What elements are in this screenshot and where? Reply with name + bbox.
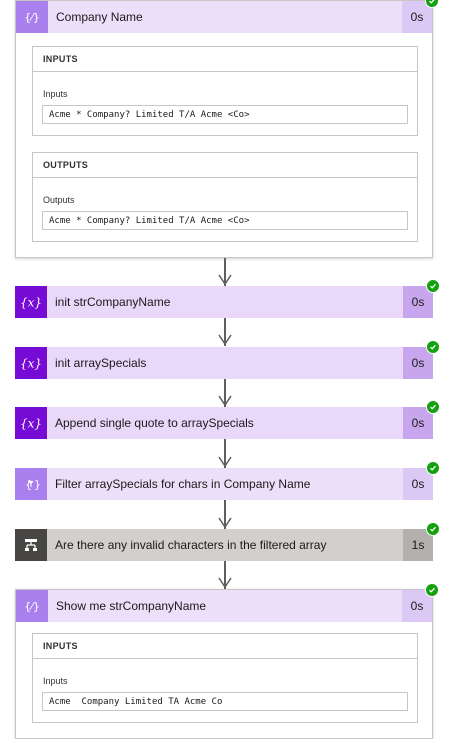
flow-connector [218,561,232,589]
step-duration: 0s [403,347,433,379]
success-check-icon [425,0,439,8]
success-check-icon [426,461,440,475]
condition-icon [15,529,47,561]
success-check-icon [425,583,439,597]
svg-text:{: { [25,478,32,491]
step-init-array[interactable]: {x} init arraySpecials 0s [15,340,440,379]
inputs-value[interactable]: Acme Company Limited TA Acme Co [42,692,408,711]
step-condition[interactable]: Are there any invalid characters in the … [15,522,440,561]
step-header[interactable]: {x} init arraySpecials 0s [15,340,440,379]
compose-icon: {⁄} [16,590,48,622]
flow-connector [218,500,232,529]
svg-text:{⁄}: {⁄} [24,11,40,24]
step-header[interactable]: {x} init strCompanyName 0s [15,279,440,318]
step-company-name[interactable]: {⁄} Company Name 0s INPUTS Inputs Acme *… [15,0,439,258]
flow-connector [218,258,232,286]
svg-text:{x}: {x} [20,357,42,371]
flow-connector [218,318,232,346]
step-filter-array[interactable]: {} Filter arraySpecials for chars in Com… [15,461,440,500]
step-show-me[interactable]: {⁄} Show me strCompanyName 0s INPUTS Inp… [15,583,439,739]
step-header[interactable]: Are there any invalid characters in the … [15,522,440,561]
step-title: Filter arraySpecials for chars in Compan… [55,477,311,491]
step-header[interactable]: {⁄} Show me strCompanyName 0s [16,583,439,622]
variable-icon: {x} [15,347,47,379]
step-header[interactable]: {⁄} Company Name 0s [16,0,439,33]
outputs-header: OUTPUTS [33,153,417,178]
success-check-icon [426,400,440,414]
success-check-icon [426,522,440,536]
step-header[interactable]: {} Filter arraySpecials for chars in Com… [15,461,440,500]
step-append-quote[interactable]: {x} Append single quote to arraySpecials… [15,400,440,439]
outputs-value[interactable]: Acme * Company? Limited T/A Acme <Co> [42,211,408,230]
inputs-value[interactable]: Acme * Company? Limited T/A Acme <Co> [42,105,408,124]
inputs-label: Inputs [43,89,68,99]
flow-connector [218,439,232,468]
inputs-header: INPUTS [33,47,417,72]
svg-text:}: } [34,478,40,491]
outputs-panel: OUTPUTS Outputs Acme * Company? Limited … [32,152,418,242]
step-title: Company Name [56,10,143,24]
inputs-label: Inputs [43,676,68,686]
svg-text:{⁄}: {⁄} [24,600,40,613]
step-duration: 1s [403,529,433,561]
inputs-header: INPUTS [33,634,417,659]
flow-connector [218,379,232,407]
step-title: Append single quote to arraySpecials [55,416,254,430]
step-init-str[interactable]: {x} init strCompanyName 0s [15,279,440,318]
step-title: init strCompanyName [55,295,171,309]
step-title: Show me strCompanyName [56,599,207,613]
step-header[interactable]: {x} Append single quote to arraySpecials… [15,400,440,439]
inputs-panel: INPUTS Inputs Acme Company Limited TA Ac… [32,633,418,723]
outputs-label: Outputs [43,195,75,205]
success-check-icon [426,340,440,354]
filter-array-icon: {} [15,468,47,500]
compose-icon: {⁄} [16,1,48,33]
success-check-icon [426,279,440,293]
variable-icon: {x} [15,286,47,318]
variable-icon: {x} [15,407,47,439]
step-title: init arraySpecials [55,356,147,370]
step-title: Are there any invalid characters in the … [55,538,327,552]
svg-text:{x}: {x} [20,417,42,431]
svg-text:{x}: {x} [20,296,42,310]
inputs-panel: INPUTS Inputs Acme * Company? Limited T/… [32,46,418,136]
